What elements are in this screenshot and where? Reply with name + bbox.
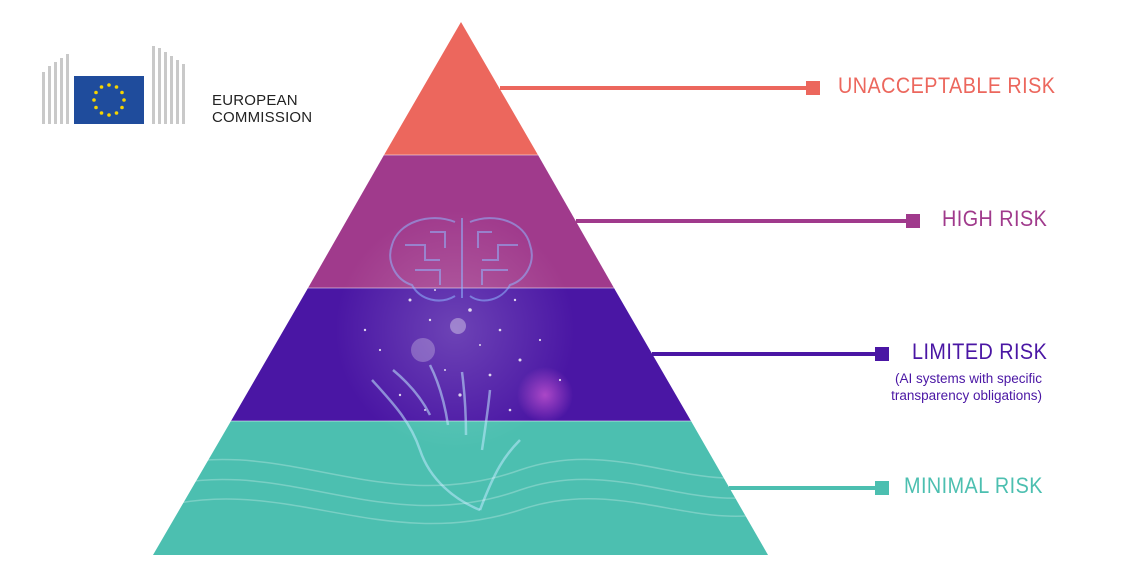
label-limited-risk: LIMITED RISK — [912, 339, 1048, 364]
eu-star-icon — [114, 111, 119, 115]
marker-limited — [875, 347, 889, 361]
marker-high — [906, 214, 920, 228]
brain-icon — [389, 217, 533, 302]
marker-minimal — [875, 481, 889, 495]
ai-hand-brain-illustration — [153, 210, 768, 525]
eu-star-icon — [107, 113, 111, 117]
label-high-risk: HIGH RISK — [942, 206, 1048, 231]
hand-icon — [371, 364, 521, 512]
logo-line-commission: COMMISSION — [212, 109, 313, 126]
eu-star-icon — [92, 98, 96, 102]
eu-star-icon — [114, 85, 119, 89]
eu-star-icon — [99, 111, 104, 115]
eu-star-icon — [94, 105, 98, 110]
label-limited-risk-subtext: (AI systems with specific transparency o… — [891, 371, 1042, 403]
eu-star-icon — [94, 90, 98, 95]
eu-star-icon — [122, 98, 126, 102]
eu-star-icon — [120, 90, 124, 95]
label-unacceptable-risk: UNACCEPTABLE RISK — [838, 73, 1056, 98]
label-minimal-risk: MINIMAL RISK — [904, 473, 1043, 498]
logo-text: EUROPEAN COMMISSION — [212, 92, 312, 126]
eu-star-icon — [107, 83, 111, 87]
pyramid-tier-unacceptable — [384, 22, 538, 155]
pyramid-tier-minimal — [153, 421, 768, 555]
european-commission-logo: EUROPEAN COMMISSION — [40, 44, 340, 134]
commission-building-icon — [42, 46, 185, 124]
marker-unacceptable — [806, 81, 820, 95]
eu-star-icon — [99, 85, 104, 89]
eu-star-icon — [120, 105, 124, 110]
logo-line-european: EUROPEAN — [212, 92, 298, 109]
